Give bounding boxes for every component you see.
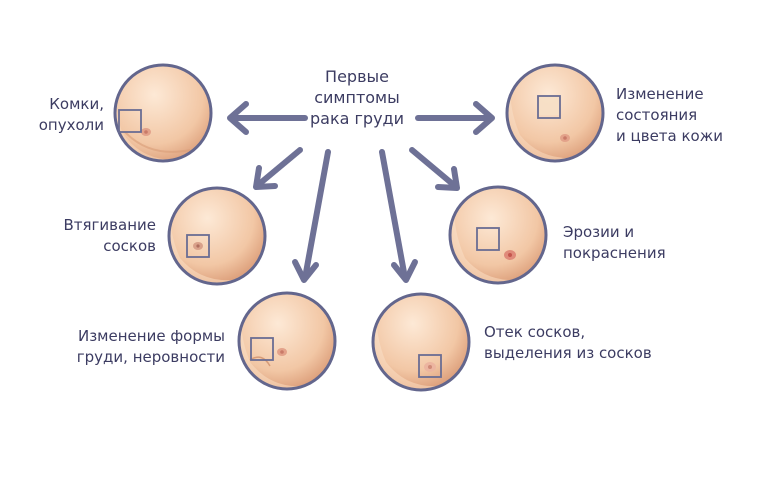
illustration-lumps (113, 63, 213, 163)
circle-frame-discharge (371, 292, 471, 392)
arrowhead-skin (473, 101, 495, 135)
illustration-retraction (167, 186, 267, 286)
label-skin: Изменение состояния и цвета кожи (616, 85, 723, 145)
illustration-erosion (448, 185, 548, 285)
arrows (227, 101, 495, 283)
label-discharge: Отек сосков, выделения из сосков (484, 323, 652, 362)
arrowhead-shape (292, 259, 319, 283)
marker-square (537, 95, 561, 119)
arrowhead-discharge (391, 259, 418, 283)
label-lumps: Комки, опухоли (38, 95, 104, 134)
circle-frame-lumps (113, 63, 213, 163)
illustration-shape (237, 291, 337, 391)
arrow-to-shape (302, 149, 331, 281)
label-erosion: Эрозии и покраснения (563, 223, 666, 262)
circle-frame-erosion (448, 185, 548, 285)
marker-square (186, 234, 210, 258)
circle-frame-retraction (167, 186, 267, 286)
arrowhead-lumps (227, 101, 249, 135)
marker-square (118, 109, 142, 133)
marker-square (250, 337, 274, 361)
arrow-to-erosion (409, 147, 458, 189)
label-retraction: Втягивание сосков (63, 216, 157, 255)
label-shape: Изменение формы груди, неровности (76, 327, 225, 366)
arrow-to-retraction (255, 147, 303, 188)
diagram-title: Первые симптомы рака груди (309, 67, 404, 128)
arrowhead-retraction (253, 165, 278, 190)
arrowhead-erosion (435, 166, 460, 191)
arrow-to-discharge (379, 149, 408, 281)
illustration-skin (505, 63, 605, 163)
marker-square (418, 354, 442, 378)
circle-frame-shape (237, 291, 337, 391)
circle-frame-skin (505, 63, 605, 163)
marker-square (476, 227, 500, 251)
illustration-discharge (371, 292, 471, 392)
